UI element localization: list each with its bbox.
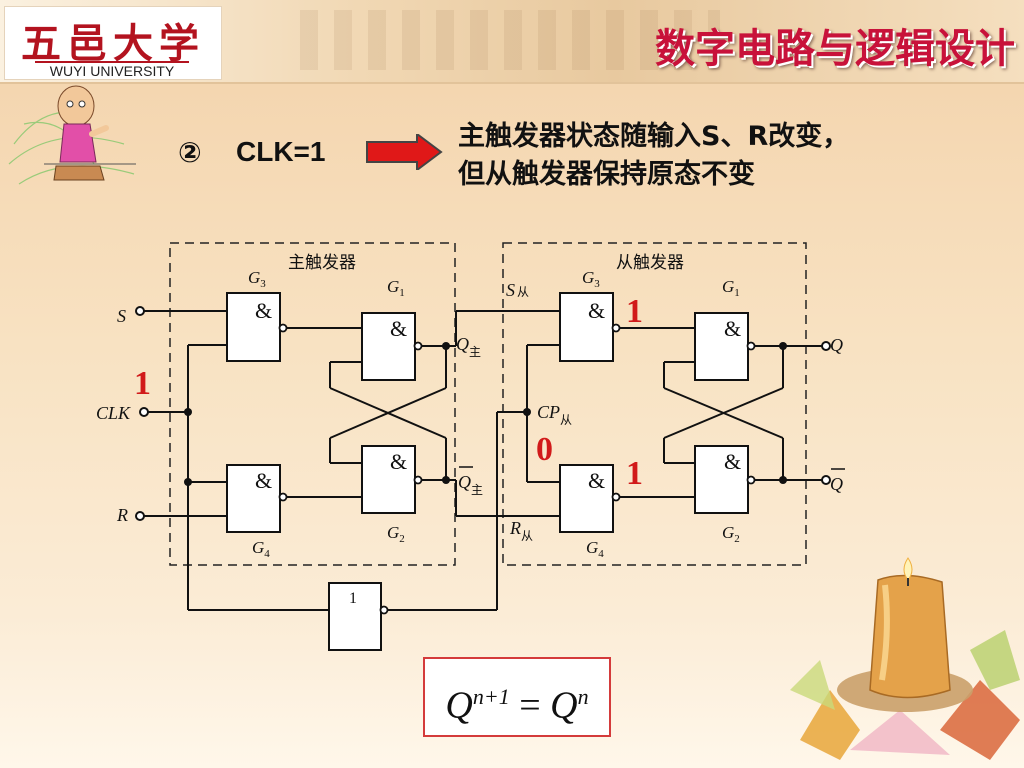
cp-slave-level-value: 0 xyxy=(536,431,553,468)
state-equation: Qn+1 = Qn xyxy=(423,657,611,737)
cp-slave-label: CP从 xyxy=(537,402,572,427)
explanation-line-2: 但从触发器保持原态不变 xyxy=(458,159,755,190)
svg-text:&: & xyxy=(390,449,407,474)
explanation-line-1: 主触发器状态随输入S、R改变， xyxy=(458,121,850,152)
slave-g4-label: G4 xyxy=(586,538,604,560)
master-gate-g1: & xyxy=(361,312,423,381)
equation-rhs-superscript: n xyxy=(577,684,589,709)
q-master-label: Q主 xyxy=(456,334,481,359)
svg-text:&: & xyxy=(724,316,741,341)
wires xyxy=(143,310,822,611)
equation-equals: = xyxy=(519,684,541,727)
svg-text:&: & xyxy=(588,468,605,493)
campus-banner-image xyxy=(300,10,720,70)
slave-g1-label: G1 xyxy=(722,277,740,299)
q-bar-output-terminal xyxy=(821,475,831,485)
q-output-label: Q xyxy=(830,335,843,355)
slave-flipflop-label: 从触发器 xyxy=(616,253,684,273)
svg-text:&: & xyxy=(588,298,605,323)
clk-input-label: CLK xyxy=(96,403,131,423)
svg-text:&: & xyxy=(255,298,272,323)
equation-lhs: Q xyxy=(445,684,473,727)
master-g4-label: G4 xyxy=(252,538,270,560)
right-arrow-icon xyxy=(366,134,443,170)
university-name-cn: 五邑大学 xyxy=(21,20,205,67)
step-condition: CLK=1 xyxy=(236,136,326,167)
master-flipflop-label: 主触发器 xyxy=(288,253,356,273)
terminals xyxy=(135,306,831,521)
q-bar-output-label: Q xyxy=(830,474,843,494)
r-input-terminal xyxy=(135,511,145,521)
q-bar-master-label: Q主 xyxy=(458,472,483,497)
slave-gate-g3: & xyxy=(559,292,621,362)
slave-g4-output-level: 1 xyxy=(626,455,643,492)
svg-text:&: & xyxy=(724,449,741,474)
svg-text:&: & xyxy=(390,316,407,341)
course-title: 数字电路与逻辑设计 xyxy=(655,26,1015,72)
slave-g3-label: G3 xyxy=(582,268,600,290)
s-input-terminal xyxy=(135,306,145,316)
slave-gate-g4: & xyxy=(559,464,621,533)
q-output-terminal xyxy=(821,341,831,351)
svg-text:1: 1 xyxy=(349,590,357,607)
slave-g2-label: G2 xyxy=(722,523,740,545)
clk-level-value: 1 xyxy=(134,365,151,402)
autumn-leaves-decoration xyxy=(790,630,1020,760)
clk-input-terminal xyxy=(139,407,149,417)
master-gate-g2: & xyxy=(361,445,423,514)
s-input-label: S xyxy=(117,306,126,326)
professor-clipart xyxy=(8,85,136,185)
slave-g3-output-level: 1 xyxy=(626,293,643,330)
master-gate-g4: & xyxy=(226,464,288,533)
svg-text:&: & xyxy=(255,468,272,493)
r-input-label: R xyxy=(116,505,128,525)
master-gate-g3: & xyxy=(226,292,288,362)
equation-rhs: Q xyxy=(550,684,578,727)
master-flipflop-box xyxy=(169,242,456,566)
slave-flipflop-box xyxy=(502,242,807,566)
slide-header: 五邑大学 WUYI UNIVERSITY 数字电路与逻辑设计 xyxy=(0,0,1024,84)
master-g2-label: G2 xyxy=(387,523,405,545)
candle-decoration xyxy=(790,557,1020,760)
equation-lhs-superscript: n+1 xyxy=(472,684,510,709)
university-logo: 五邑大学 WUYI UNIVERSITY xyxy=(4,6,222,80)
slave-gate-g1: & xyxy=(694,312,756,381)
explanation-text: 主触发器状态随输入S、R改变， 但从触发器保持原态不变 xyxy=(458,118,978,194)
master-g1-label: G1 xyxy=(387,277,405,299)
step-number: ② xyxy=(178,136,202,169)
master-g3-label: G3 xyxy=(248,268,266,290)
slave-gate-g2: & xyxy=(694,445,756,514)
inverter-gate: 1 xyxy=(328,582,389,651)
wire-junctions xyxy=(184,342,787,486)
r-slave-label: R从 xyxy=(509,518,533,543)
university-name-en: WUYI UNIVERSITY xyxy=(35,61,189,79)
